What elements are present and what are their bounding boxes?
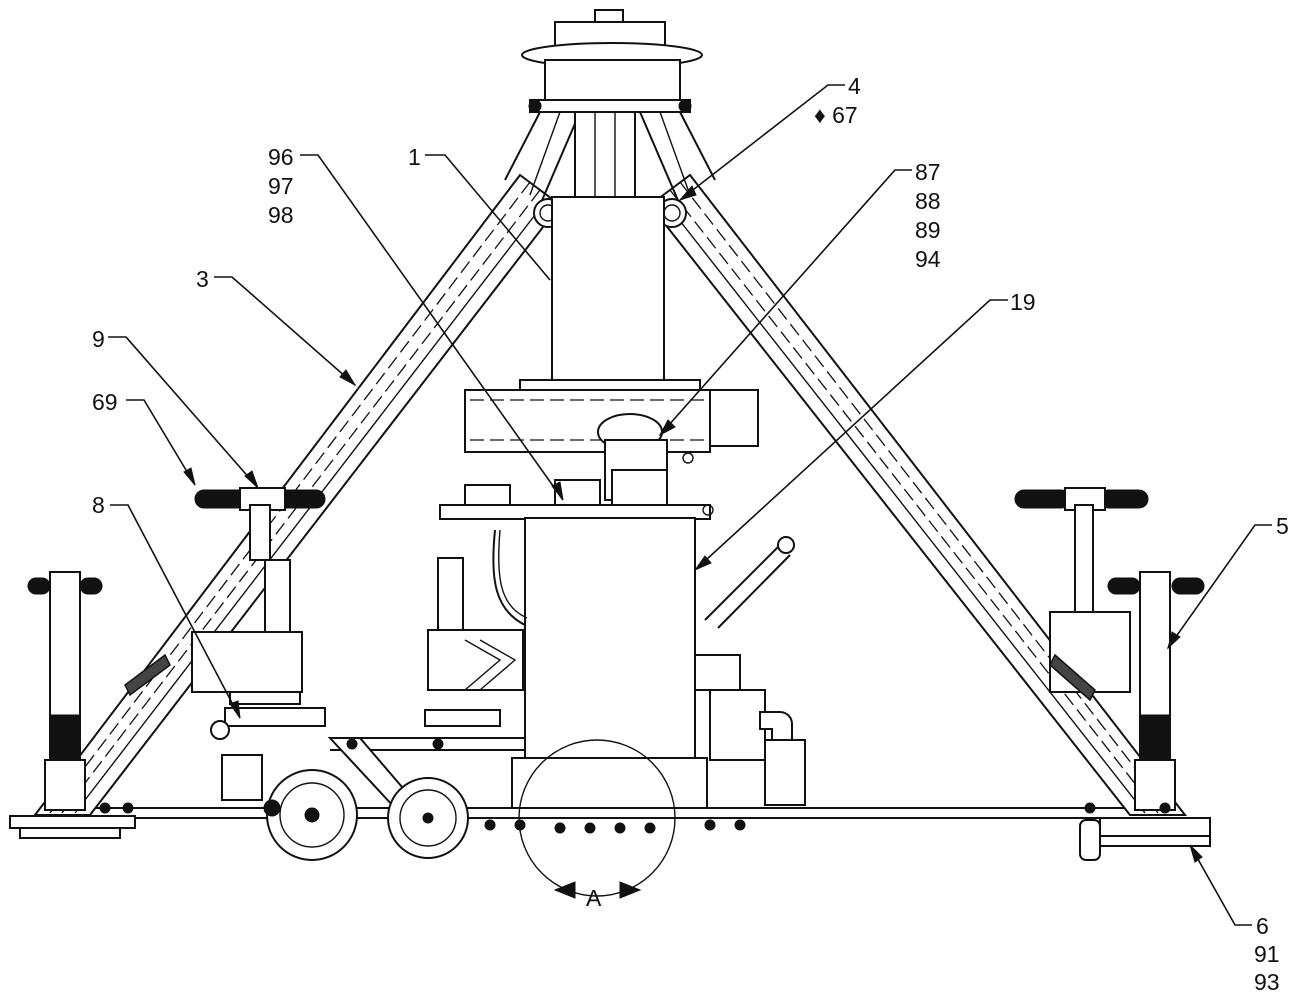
base-plate xyxy=(9,807,1211,847)
part-labels: 4 ♦ 67 96 97 98 1 87 88 89 94 19 3 9 69 … xyxy=(92,73,1289,995)
top-head xyxy=(504,9,716,383)
label-98: 98 xyxy=(268,202,294,228)
label-87: 87 xyxy=(915,159,941,185)
right-jack xyxy=(1014,487,1149,702)
label-67: ♦ 67 xyxy=(814,102,858,128)
left-inner-post xyxy=(327,557,525,809)
label-3: 3 xyxy=(196,266,209,292)
label-6: 6 xyxy=(1256,913,1269,939)
label-a: A xyxy=(586,885,602,911)
label-94: 94 xyxy=(915,246,941,272)
right-stand xyxy=(1107,571,1205,811)
detail-circle-a xyxy=(518,739,676,899)
label-4: 4 xyxy=(848,73,861,99)
label-96: 96 xyxy=(268,144,294,170)
label-89: 89 xyxy=(915,217,941,243)
base-bolts xyxy=(99,802,1171,861)
label-97: 97 xyxy=(268,173,294,199)
left-jack xyxy=(191,487,358,861)
label-8: 8 xyxy=(92,492,105,518)
label-69: 69 xyxy=(92,389,118,415)
label-88: 88 xyxy=(915,188,941,214)
label-1: 1 xyxy=(408,144,421,170)
label-5: 5 xyxy=(1276,513,1289,539)
label-19: 19 xyxy=(1010,289,1036,315)
right-equipment xyxy=(511,536,806,809)
label-93: 93 xyxy=(1254,969,1280,994)
label-91: 91 xyxy=(1254,941,1280,967)
left-stand xyxy=(27,571,171,811)
leader-lines xyxy=(108,84,1272,926)
label-9: 9 xyxy=(92,326,105,352)
main-body xyxy=(439,479,714,759)
mid-wheel xyxy=(387,777,469,859)
